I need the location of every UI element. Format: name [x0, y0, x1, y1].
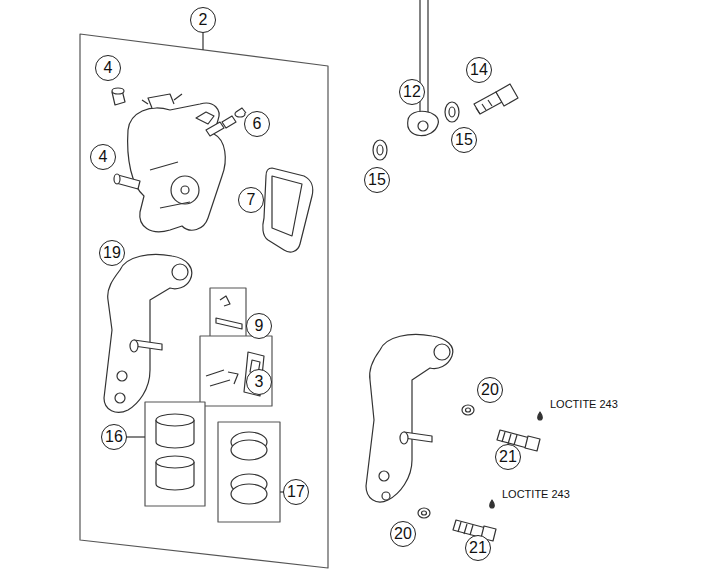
callout-number: 19 [99, 240, 125, 266]
callout-number: 7 [238, 187, 264, 213]
callout-number: 15 [364, 167, 390, 193]
callout-number: 17 [283, 479, 309, 505]
callout-number: 20 [477, 377, 503, 403]
callout-number: 15 [451, 127, 477, 153]
callout-number: 20 [390, 521, 416, 547]
threadlock-note: LOCTITE 243 [500, 488, 572, 500]
callout-number: 6 [244, 111, 270, 137]
callout-number: 4 [90, 144, 116, 170]
callout-number: 4 [95, 55, 121, 81]
callout-number: 9 [246, 313, 272, 339]
threadlock-note: LOCTITE 243 [548, 398, 620, 410]
callout-number: 14 [466, 57, 492, 83]
callout-number: 2 [190, 7, 216, 33]
callout-number: 21 [465, 535, 491, 561]
callout-number: 21 [495, 444, 521, 470]
callout-number: 3 [246, 369, 272, 395]
callout-number: 12 [399, 79, 425, 105]
callout-number: 16 [101, 424, 127, 450]
